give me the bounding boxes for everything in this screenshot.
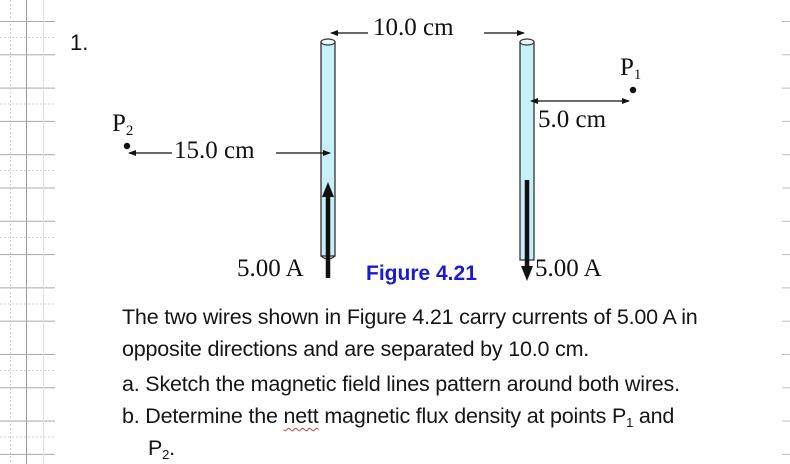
right-wire bbox=[519, 38, 535, 281]
part-a: a. Sketch the magnetic field lines patte… bbox=[122, 372, 680, 396]
current-up-arrow-icon bbox=[322, 182, 334, 197]
statement-line-2: opposite directions and are separated by… bbox=[122, 337, 590, 361]
part-b-line-2: P2. bbox=[148, 436, 175, 462]
left-wire bbox=[320, 38, 336, 278]
p2-distance-label: 15.0 cm bbox=[174, 137, 255, 164]
figure-caption: Figure 4.21 bbox=[366, 262, 477, 285]
left-wire-current-label: 5.00 A bbox=[237, 255, 304, 282]
point-p1 bbox=[629, 86, 637, 94]
spellcheck-underlined-word: nett bbox=[283, 404, 319, 428]
right-margin-ticks bbox=[782, 0, 790, 464]
right-wire-current-label: 5.00 A bbox=[535, 255, 602, 282]
p1-distance-label: 5.0 cm bbox=[538, 106, 607, 133]
statement-line-1: The two wires shown in Figure 4.21 carry… bbox=[122, 305, 698, 329]
question-number: 1. bbox=[70, 30, 89, 55]
p1-label: P1 bbox=[620, 54, 642, 83]
notebook-grid-margin bbox=[0, 0, 55, 464]
separation-label: 10.0 cm bbox=[373, 14, 454, 41]
p2-label: P2 bbox=[112, 110, 134, 139]
current-down-arrow-icon bbox=[521, 266, 533, 281]
part-b: b. Determine the nett magnetic flux dens… bbox=[122, 404, 675, 430]
point-p2 bbox=[123, 142, 131, 150]
